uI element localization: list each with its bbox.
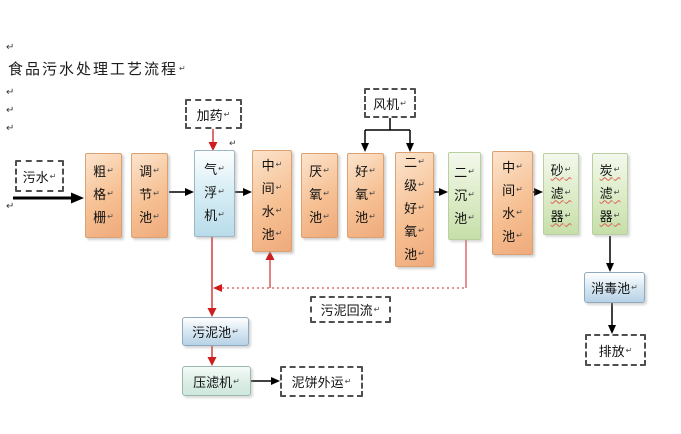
arrowhead	[265, 251, 275, 260]
paragraph-mark: ↵	[6, 201, 15, 212]
node-label: 排放↵	[598, 344, 633, 360]
node-regulating-tank: 调↵节↵池↵	[131, 153, 168, 238]
arrowhead	[534, 188, 543, 196]
node-label: 污泥回流↵	[320, 304, 381, 319]
node-discharge: 排放↵	[585, 334, 646, 366]
node-disinfection-tank: 消毒池↵	[584, 272, 645, 303]
blower-branch-lines	[364, 118, 411, 144]
black-arrows	[13, 118, 616, 385]
arrowhead	[213, 284, 222, 292]
node-wastewater: 污水↵	[15, 160, 64, 192]
node-secondary-aerobic-tank: 二↵级↵好↵氧↵池↵	[395, 152, 434, 267]
node-anaerobic-tank: 厌↵氧↵池↵	[301, 153, 338, 238]
arrowhead	[71, 192, 84, 204]
paragraph-mark: ↵	[6, 42, 15, 53]
node-label: 污水↵	[22, 170, 57, 186]
node-sludge-return-label: 污泥回流↵	[310, 296, 391, 323]
arrowhead	[606, 263, 614, 272]
page-title: 食品污水处理工艺流程↵	[8, 60, 188, 78]
paragraph-mark: ↵	[6, 87, 15, 98]
arrowhead	[608, 325, 616, 334]
node-intermediate-tank-2: 中↵间↵水↵池↵	[492, 151, 533, 255]
node-label: 泥饼外运↵	[291, 376, 352, 391]
node-label: 压滤机↵	[193, 375, 240, 391]
node-carbon-filter: 炭↵滤↵器↵	[592, 153, 628, 235]
node-intermediate-tank-1: 中↵间↵水↵池↵	[252, 150, 292, 252]
node-air-flotation: 气↵浮↵机↵	[194, 150, 235, 237]
node-dosing: 加药↵	[185, 99, 242, 129]
node-secondary-sedimentation-tank: 二↵沉↵池↵	[448, 152, 481, 240]
node-label: 加药↵	[196, 108, 231, 124]
node-label: 消毒池↵	[591, 282, 638, 297]
node-label: 风机↵	[373, 97, 407, 113]
node-filter-press: 压滤机↵	[182, 366, 251, 396]
arrowhead	[208, 142, 218, 151]
node-sand-filter: 砂↵滤↵器↵	[543, 153, 579, 235]
arrowhead	[207, 308, 217, 317]
arrowhead	[406, 143, 414, 152]
arrowhead	[361, 143, 369, 152]
paragraph-mark: ↵	[6, 123, 15, 134]
node-blower: 风机↵	[364, 88, 416, 118]
red-arrows	[207, 129, 467, 366]
node-label: 污泥池↵	[192, 326, 239, 341]
arrowhead	[439, 188, 448, 196]
node-sludge-tank: 污泥池↵	[182, 317, 249, 346]
arrowhead	[207, 357, 217, 366]
node-coarse-screen: 粗↵格↵栅↵	[85, 153, 122, 238]
node-aerobic-tank: 好↵氧↵池↵	[347, 153, 384, 238]
paragraph-mark: ↵	[6, 105, 15, 116]
arrowhead	[185, 188, 194, 196]
node-sludge-cake-out: 泥饼外运↵	[280, 366, 363, 397]
arrowhead	[271, 377, 280, 385]
arrowhead	[243, 188, 252, 196]
paragraph-mark: ↵	[229, 139, 237, 149]
